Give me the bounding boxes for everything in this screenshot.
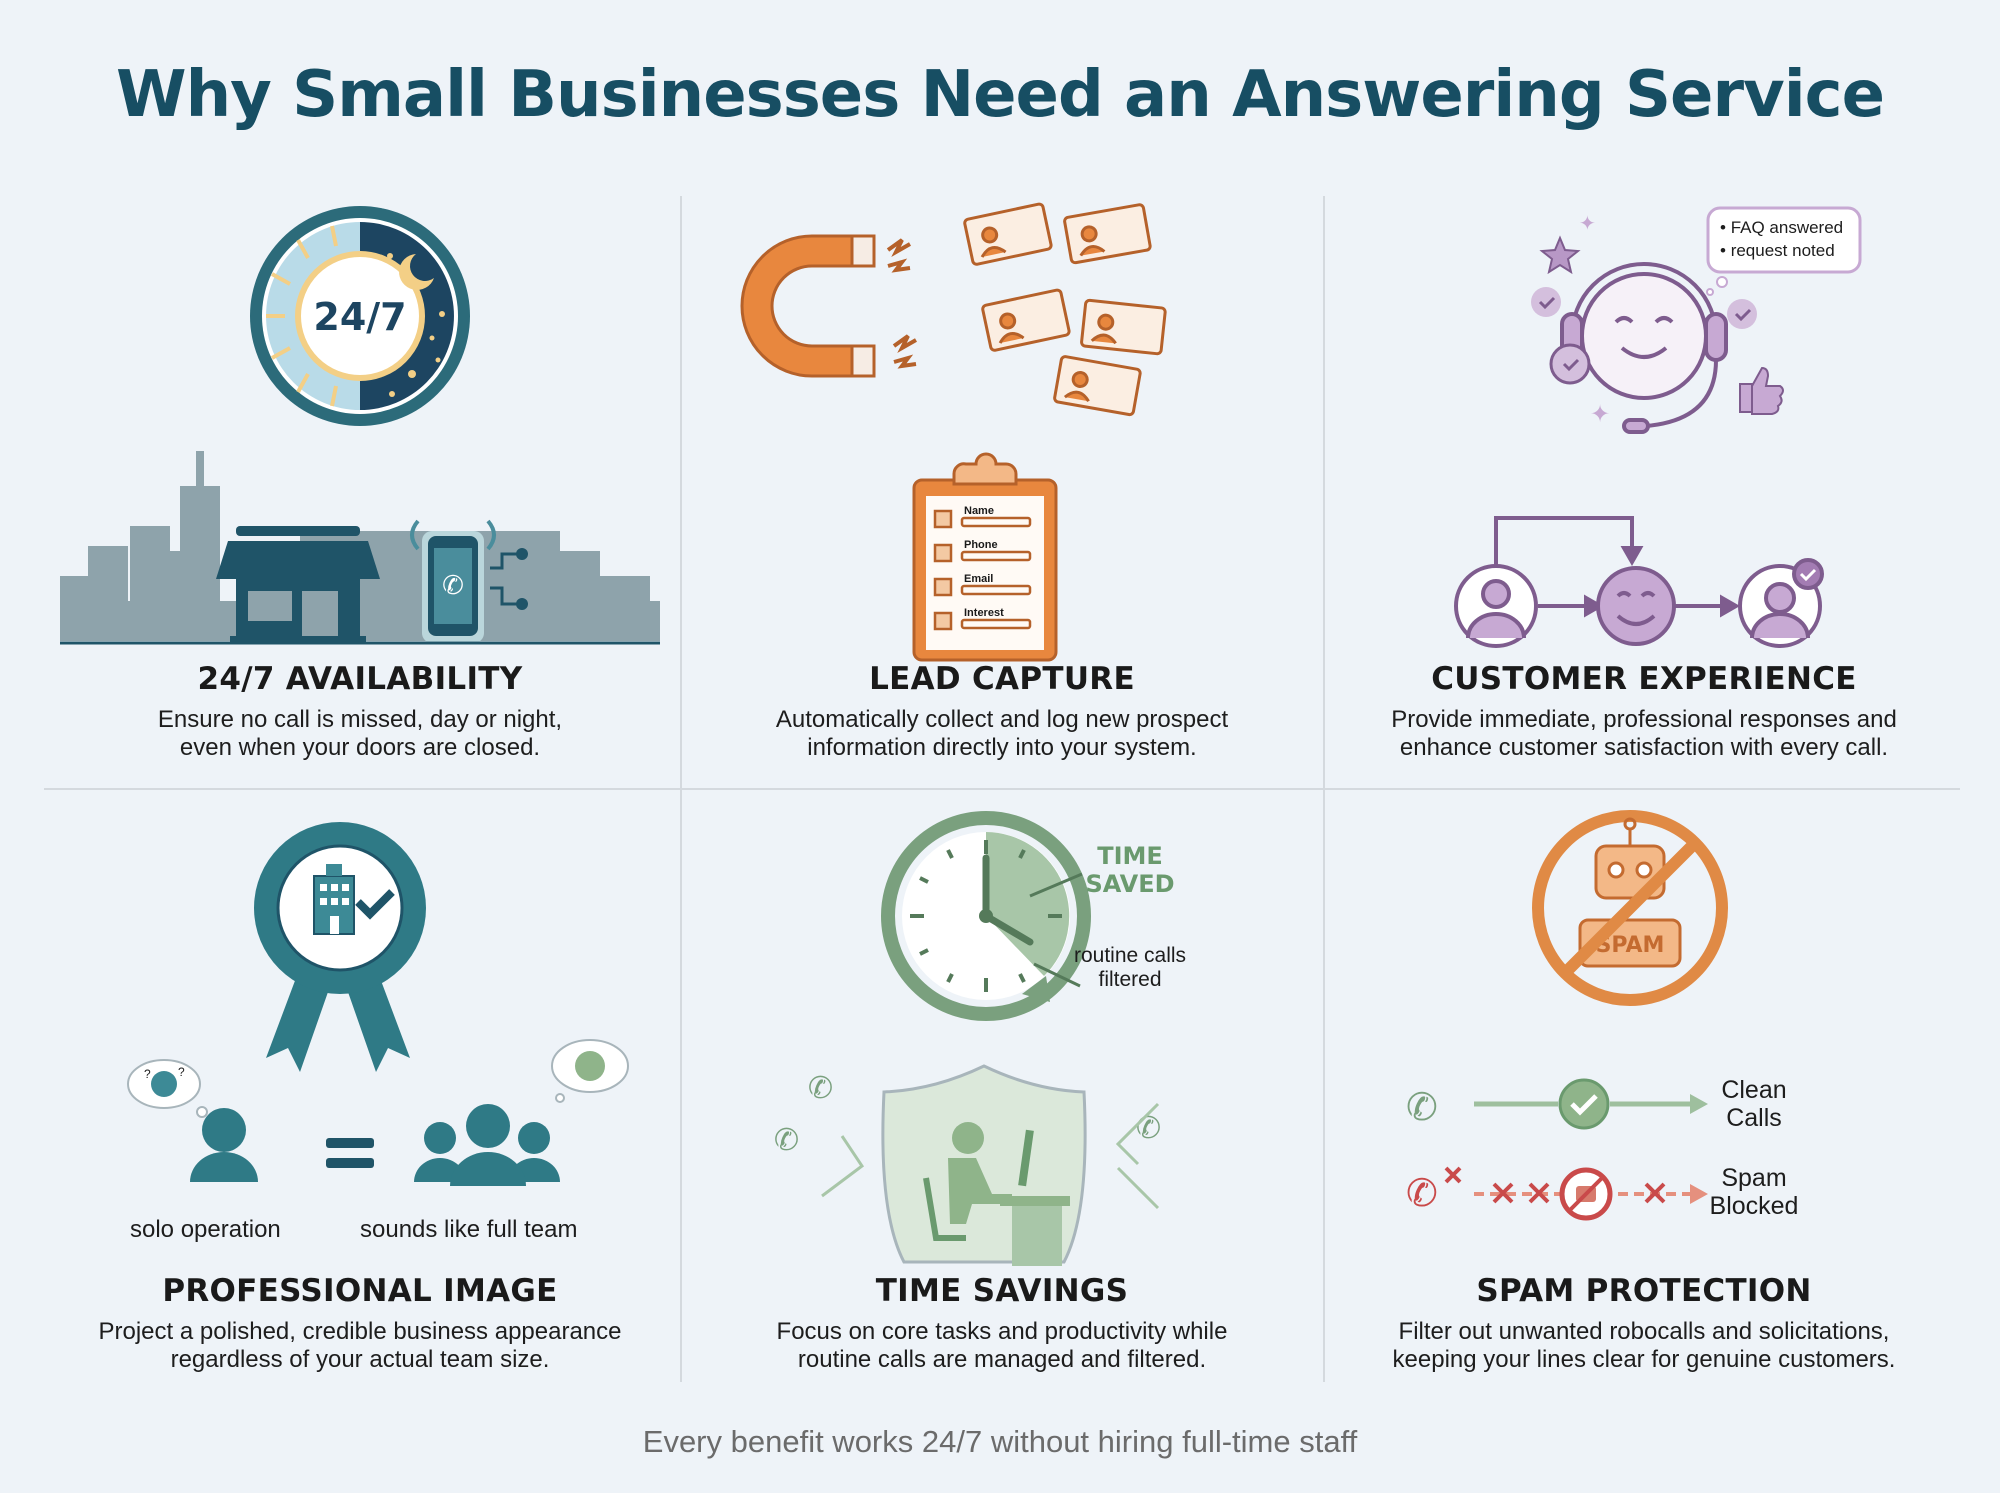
- benefit-heading: 24/7 AVAILABILITY: [197, 661, 523, 697]
- benefit-description: Focus on core tasks and productivity whi…: [776, 1318, 1228, 1373]
- svg-text:• request noted: • request noted: [1720, 241, 1835, 260]
- professional-image-illustration: ? ?: [127, 822, 629, 1186]
- benefit-description: Filter out unwanted robocalls and solici…: [1392, 1318, 1896, 1373]
- sun-moon-clock-icon: 24/7: [250, 206, 470, 426]
- happy-thought-bubble: [551, 1039, 629, 1103]
- benefit-professional-image: ? ? solo operation sounds like full team…: [40, 808, 680, 1398]
- svg-text:✆: ✆: [1136, 1112, 1161, 1145]
- svg-text:Interest: Interest: [964, 607, 1004, 619]
- no-robot-spam-icon: SPAM: [1532, 810, 1728, 1006]
- svg-text:• FAQ answered: • FAQ answered: [1720, 218, 1843, 237]
- svg-text:Name: Name: [964, 505, 994, 517]
- svg-text:?: ?: [178, 1065, 185, 1079]
- equals-icon: [326, 1138, 374, 1168]
- shield-worker-icon: [881, 1064, 1087, 1266]
- benefit-heading: PROFESSIONAL IMAGE: [162, 1273, 558, 1309]
- svg-text:✆: ✆: [1406, 1087, 1438, 1129]
- svg-text:SAVED: SAVED: [1085, 870, 1174, 898]
- svg-text:Phone: Phone: [964, 539, 998, 551]
- speech-bubble: • FAQ answered • request noted: [1706, 206, 1862, 296]
- svg-text:?: ?: [144, 1067, 151, 1081]
- svg-text:Calls: Calls: [1726, 1104, 1782, 1132]
- clean-call-flow-icon: ✆: [1406, 1078, 1708, 1130]
- svg-text:Email: Email: [964, 573, 993, 585]
- award-ribbon-building-icon: [254, 822, 426, 1072]
- svg-text:✦: ✦: [1590, 401, 1610, 428]
- blocked-call-flow-icon: ✆: [1406, 1166, 1708, 1221]
- ringing-phone-icon: ✆: [410, 519, 528, 643]
- clock-icon: [881, 811, 1091, 1021]
- benefits-grid: 24/7: [44, 196, 1960, 1382]
- solo-operation-label: solo operation: [130, 1216, 281, 1243]
- solo-person-icon: [190, 1108, 258, 1182]
- svg-text:✆: ✆: [442, 570, 464, 600]
- magnet-icon: [740, 234, 917, 378]
- svg-text:✦: ✦: [1579, 213, 1596, 235]
- headset-smiley-icon: [1560, 262, 1728, 434]
- thumbs-up-icon: [1739, 366, 1784, 415]
- benefit-time-savings: TIME SAVED routine calls filtered ✆ ✆ ✆: [682, 808, 1322, 1398]
- benefit-spam-protection: SPAM ✆ Clean Calls ✆: [1324, 808, 1964, 1398]
- benefit-description: Provide immediate, professional response…: [1391, 706, 1897, 761]
- spam-protection-illustration: SPAM ✆ Clean Calls ✆: [1406, 810, 1799, 1221]
- benefit-description: Project a polished, credible business ap…: [98, 1318, 622, 1373]
- svg-text:✆: ✆: [808, 1072, 833, 1105]
- benefit-availability: 24/7: [40, 196, 680, 786]
- team-icon: [414, 1104, 560, 1186]
- benefit-heading: SPAM PROTECTION: [1476, 1273, 1812, 1309]
- svg-text:✆: ✆: [1406, 1173, 1438, 1215]
- benefit-description: Ensure no call is missed, day or night, …: [157, 706, 563, 761]
- full-team-label: sounds like full team: [360, 1216, 578, 1243]
- benefit-heading: TIME SAVINGS: [875, 1273, 1129, 1309]
- customer-experience-illustration: • FAQ answered • request noted ✦ ✦: [1454, 206, 1862, 648]
- benefit-description: Automatically collect and log new prospe…: [775, 706, 1229, 761]
- benefit-customer-experience: • FAQ answered • request noted ✦ ✦: [1324, 196, 1964, 786]
- storefront-icon: [216, 526, 380, 642]
- divider-horizontal: [44, 788, 1960, 790]
- time-savings-illustration: TIME SAVED routine calls filtered ✆ ✆ ✆: [774, 811, 1186, 1266]
- page-title: Why Small Businesses Need an Answering S…: [115, 58, 1885, 132]
- benefit-lead-capture: Name Phone Email Interest LEAD CAPTURE A…: [682, 196, 1322, 786]
- benefit-heading: LEAD CAPTURE: [869, 661, 1135, 697]
- footer-tagline: Every benefit works 24/7 without hiring …: [642, 1424, 1358, 1459]
- svg-text:TIME: TIME: [1097, 842, 1163, 870]
- clipboard-checklist-icon: Name Phone Email Interest: [912, 452, 1058, 662]
- svg-text:Clean: Clean: [1721, 1076, 1786, 1104]
- worried-thought-bubble: ? ?: [127, 1059, 208, 1118]
- svg-text:✆: ✆: [774, 1124, 799, 1157]
- benefit-heading: CUSTOMER EXPERIENCE: [1431, 661, 1857, 697]
- svg-text:Blocked: Blocked: [1710, 1192, 1799, 1220]
- svg-text:Spam: Spam: [1721, 1164, 1786, 1192]
- customer-journey-icon: [1454, 516, 1824, 648]
- availability-illustration: 24/7: [60, 206, 660, 645]
- svg-text:24/7: 24/7: [313, 295, 406, 339]
- deflected-call-icon: ✆ ✆ ✆: [774, 1072, 1161, 1157]
- contact-card-icon: [963, 202, 1167, 417]
- svg-text:filtered: filtered: [1098, 968, 1161, 991]
- check-badges: [1531, 287, 1757, 385]
- svg-text:routine calls: routine calls: [1074, 944, 1186, 967]
- lead-capture-illustration: Name Phone Email Interest: [740, 202, 1167, 662]
